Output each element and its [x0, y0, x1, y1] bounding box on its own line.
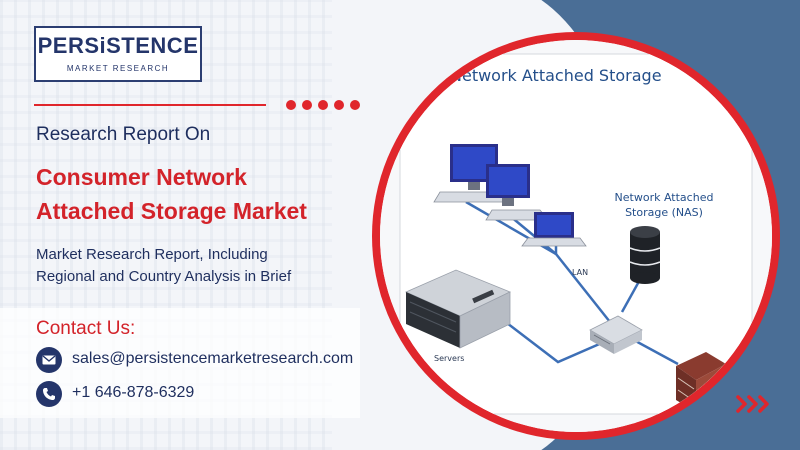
report-title-line-2: Attached Storage Market [36, 198, 307, 224]
servers-label: Servers [434, 354, 465, 363]
desktop-computer-1 [433, 144, 507, 203]
contact-heading: Contact Us: [36, 318, 136, 339]
nas-label-line-1: Network Attached [614, 191, 714, 204]
report-title: Consumer Network Attached Storage Market [36, 160, 356, 228]
report-description-line-2: Regional and Country Analysis in Brief [36, 268, 292, 285]
accent-dot [334, 100, 344, 110]
accent-dot [286, 100, 296, 110]
network-switch [589, 315, 643, 354]
accent-dot [302, 100, 312, 110]
envelope-icon [36, 347, 62, 373]
nas-storage-device [629, 226, 661, 284]
diagram-title: Network Attached Storage [450, 66, 662, 85]
contact-phone-link[interactable]: +1 646-878-6329 [72, 384, 195, 401]
logo-tagline: MARKET RESEARCH [66, 64, 170, 73]
accent-divider-line [34, 104, 266, 106]
nas-label: Network Attached Storage (NAS) [584, 190, 744, 220]
company-logo[interactable]: PERSiSTENCE MARKET RESEARCH [34, 26, 202, 82]
nas-label-line-2: Storage (NAS) [625, 206, 703, 219]
laptop-computer [521, 212, 587, 247]
accent-dot [318, 100, 328, 110]
firewall-icon [676, 352, 726, 412]
report-eyebrow: Research Report On [36, 124, 211, 145]
logo-wordmark: PERSiSTENCE [37, 33, 199, 58]
network-diagram [380, 40, 772, 432]
accent-dot [350, 100, 360, 110]
report-title-line-1: Consumer Network [36, 164, 247, 190]
contact-email-link[interactable]: sales@persistencemarketresearch.com [72, 350, 354, 367]
lan-label: LAN [572, 268, 589, 277]
desktop-computer-2 [485, 164, 549, 221]
diagram-image: Network Attached Storage Network Attache… [380, 40, 772, 432]
report-description-line-1: Market Research Report, Including [36, 246, 268, 263]
report-description: Market Research Report, Including Region… [36, 244, 356, 288]
phone-icon [36, 381, 62, 407]
server-rack [405, 269, 511, 349]
chevron-right-icon [736, 395, 769, 413]
